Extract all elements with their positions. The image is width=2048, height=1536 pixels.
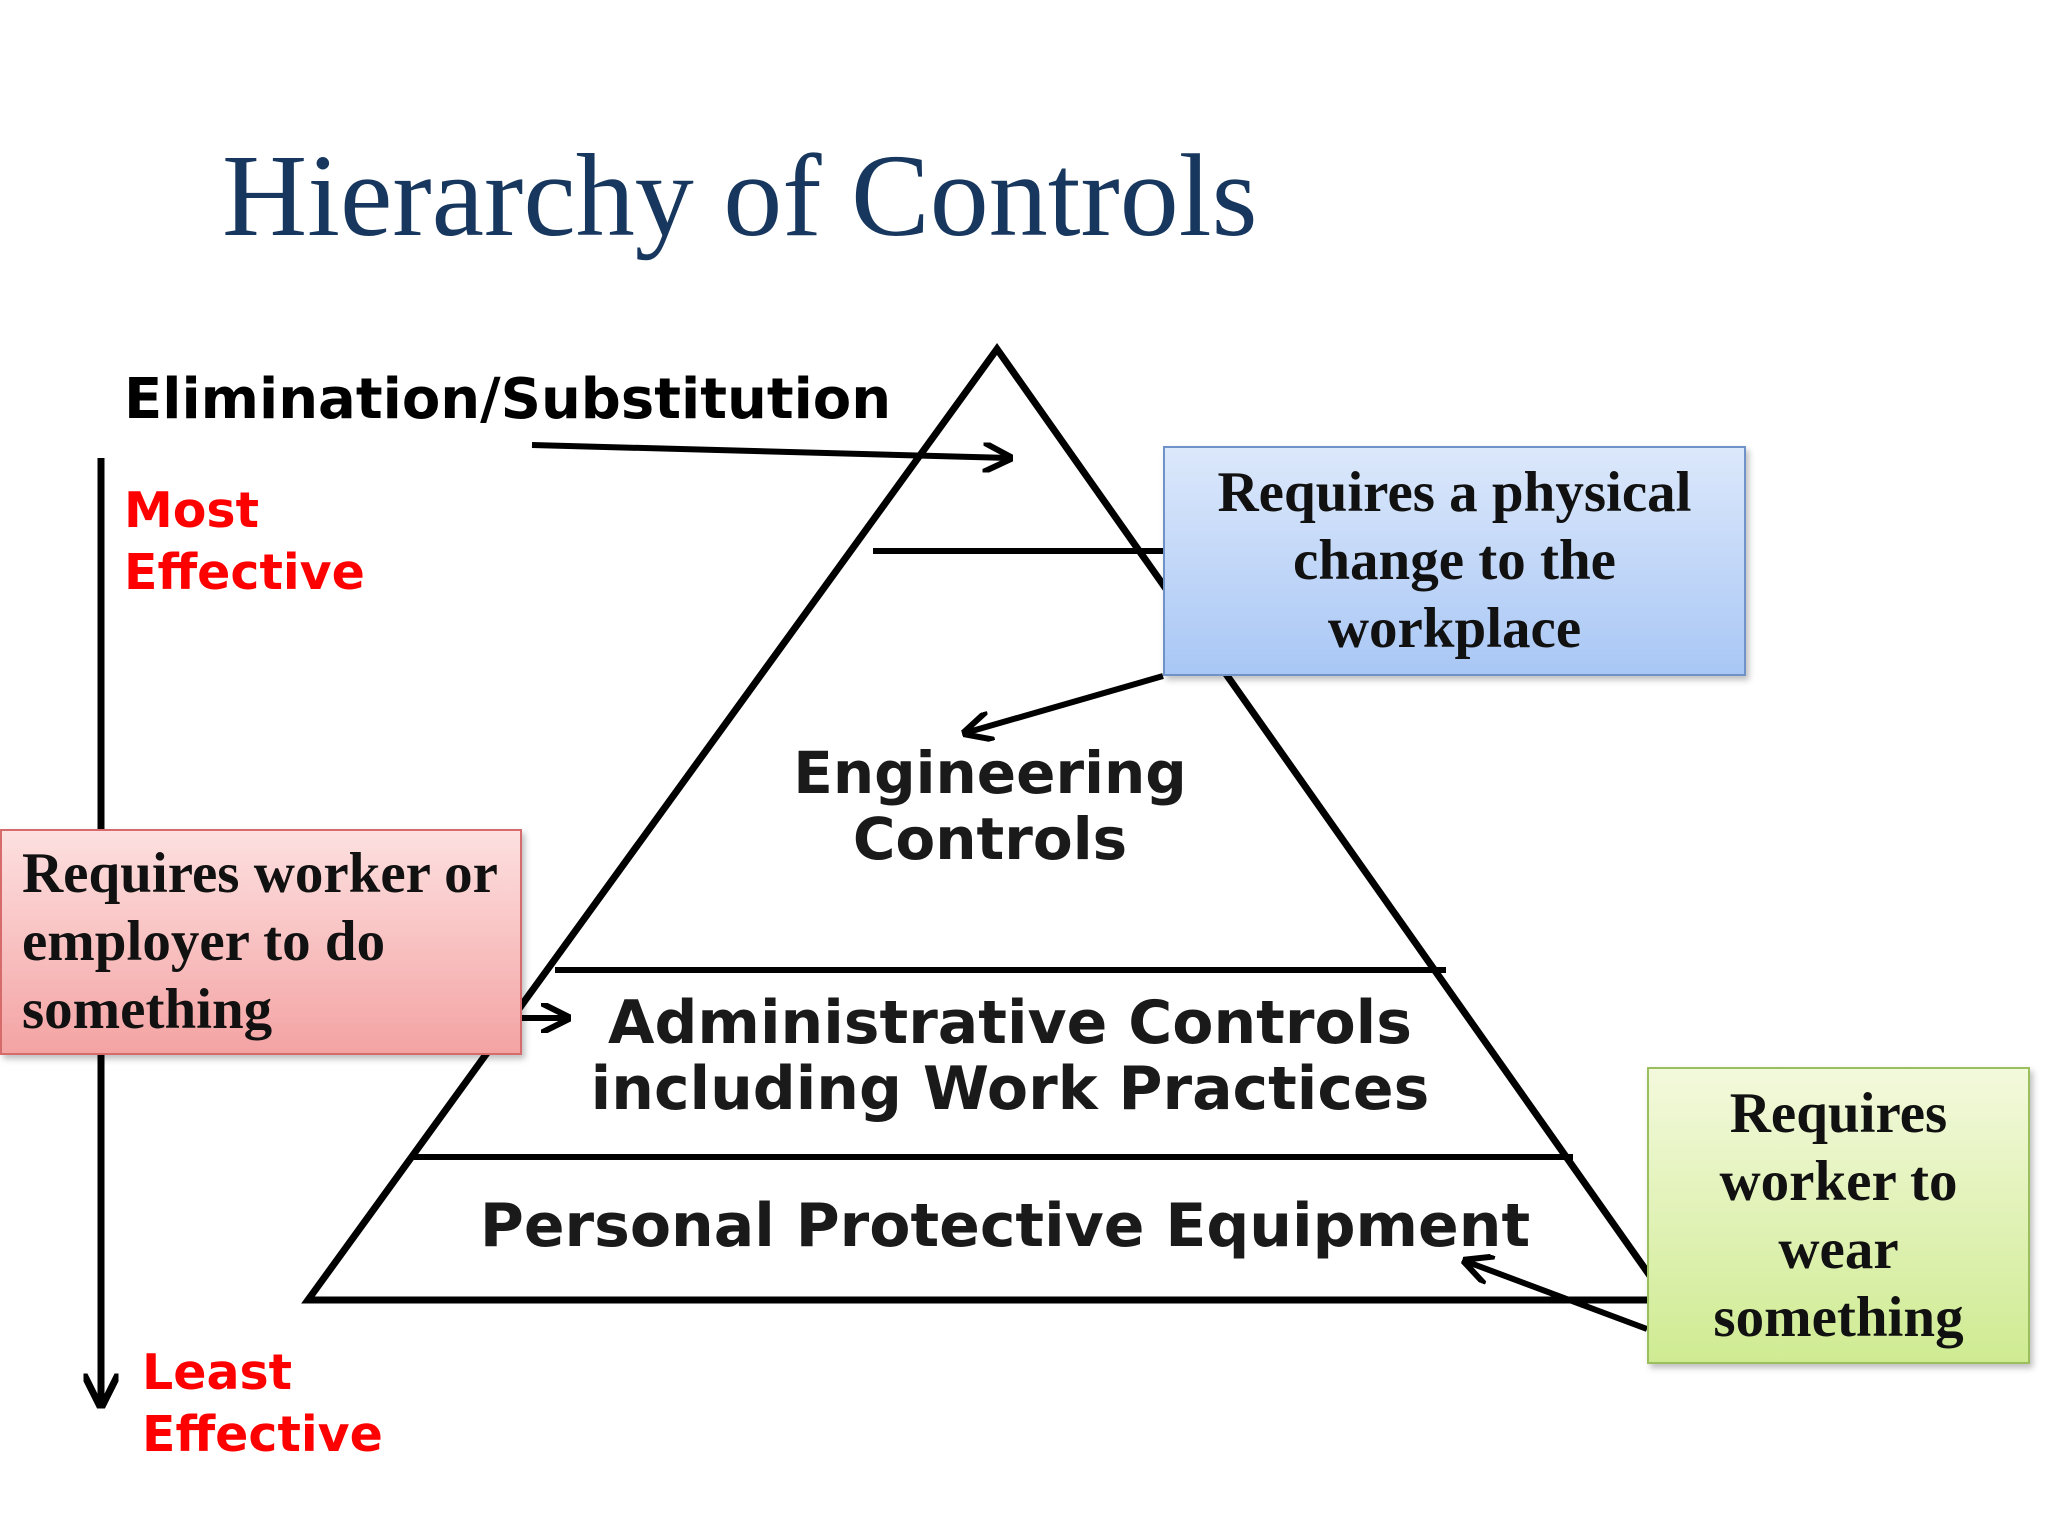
callout-worker-employer-text: Requires worker or employer to do someth… (22, 842, 498, 1041)
pyramid-outline (301, 342, 1674, 1304)
most-effective-label: Most Effective (124, 480, 365, 604)
callout-wear-something: Requires worker to wear something (1647, 1067, 2030, 1364)
callout-worker-employer: Requires worker or employer to do someth… (0, 829, 522, 1055)
engineering-controls-text: Engineering Controls (793, 739, 1187, 873)
callout-physical-change-text: Requires a physical change to the workpl… (1217, 461, 1692, 660)
arrow-elimination (531, 442, 1010, 458)
slide-title: Hierarchy of Controls (222, 130, 1258, 261)
elimination-substitution-label: Elimination/Substitution (124, 367, 892, 432)
least-effective-text: Least Effective (142, 1344, 383, 1463)
administrative-controls-text: Administrative Controls including Work P… (590, 988, 1430, 1124)
engineering-controls-level: Engineering Controls (740, 740, 1240, 872)
arrow-ppe (1465, 1261, 1649, 1332)
ppe-level: Personal Protective Equipment (420, 1188, 1590, 1264)
callout-wear-something-text: Requires worker to wear something (1713, 1081, 1964, 1349)
callout-physical-change: Requires a physical change to the workpl… (1163, 446, 1746, 676)
arrow-engineering (965, 673, 1164, 733)
least-effective-label: Least Effective (142, 1342, 383, 1466)
administrative-controls-level: Administrative Controls including Work P… (520, 990, 1500, 1122)
most-effective-text: Most Effective (124, 482, 365, 601)
ppe-text: Personal Protective Equipment (479, 1191, 1531, 1261)
